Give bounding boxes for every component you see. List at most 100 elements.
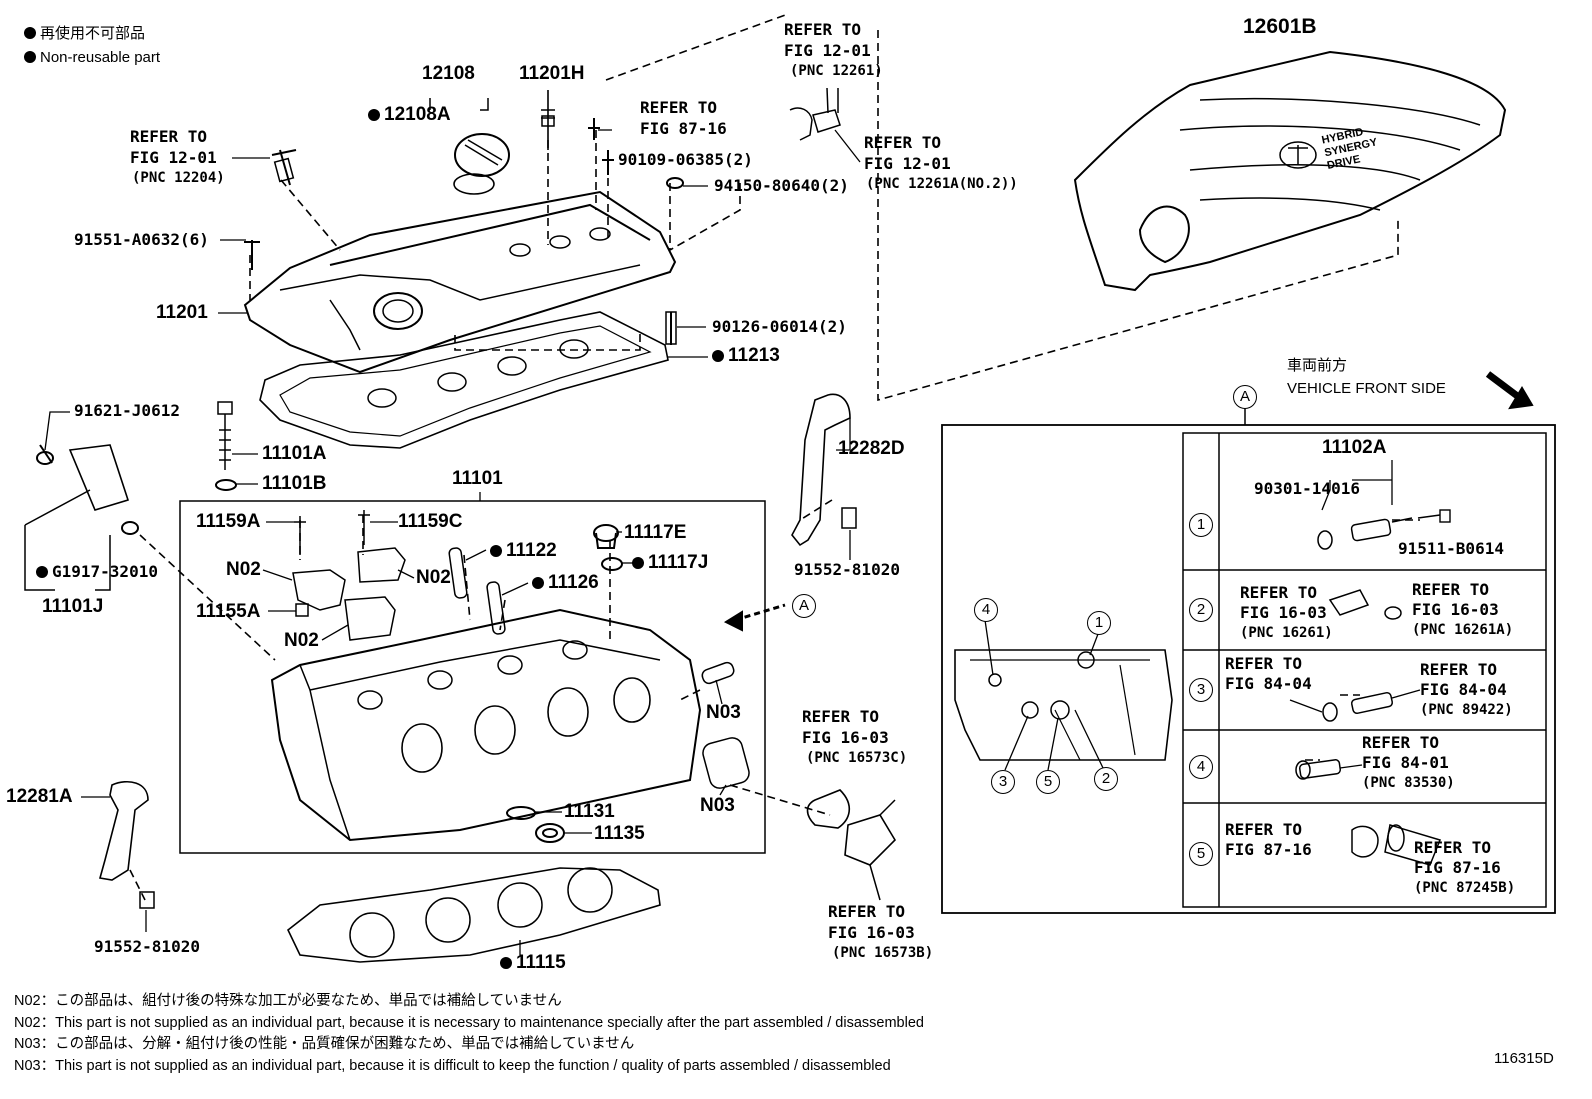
part-label-11117J-text: 11117J — [648, 552, 709, 573]
refer-line-1: REFER TO — [828, 902, 906, 921]
part-label-11115-text: 11115 — [516, 952, 566, 973]
part-label-11101: 11101 — [452, 468, 503, 489]
refer-pnc: (PNC 12204) — [132, 170, 225, 186]
detail-row-1-number: 1 — [1189, 513, 1213, 537]
refer-line-1: REFER TO — [1225, 654, 1303, 673]
refer-pnc: (PNC 12261A(NO.2)) — [866, 176, 1018, 192]
non-reusable-dot-icon — [632, 557, 644, 569]
non-reusable-dot-icon — [24, 51, 36, 63]
part-label-11213: 11213 — [712, 345, 780, 367]
part-label-12282D: 12282D — [838, 438, 905, 459]
refer-line-1: REFER TO — [1412, 580, 1490, 599]
refer-pnc: (PNC 16261) — [1240, 625, 1333, 641]
vehicle-front-en: VEHICLE FRONT SIDE — [1287, 380, 1446, 397]
note-n03-jp: N03：この部品は、分解・組付け後の性能・品質確保が困難なため、単品では補給して… — [14, 1036, 635, 1052]
detail-row-2-number: 2 — [1189, 598, 1213, 622]
legend-jp: 再使用不可部品 — [24, 25, 145, 43]
note-n02-en: N02：This part is not supplied as an indi… — [14, 1015, 924, 1031]
refer-pnc: (PNC 89422) — [1420, 702, 1513, 718]
part-label-11117J: 11117J — [632, 552, 708, 574]
part-label-11122-text: 11122 — [506, 540, 557, 561]
refer-pnc: (PNC 87245B) — [1414, 880, 1516, 896]
refer-line-1: REFER TO — [1225, 820, 1303, 839]
part-label-91621: 91621-J0612 — [74, 401, 180, 420]
legend-en: Non-reusable part — [24, 49, 160, 67]
part-label-11159A: 11159A — [196, 511, 261, 532]
refer-line-2: FIG 12-01 — [130, 148, 217, 167]
legend-jp-text: 再使用不可部品 — [40, 25, 146, 42]
refer-block-16573B: REFER TO FIG 16-03 (PNC 16573B) — [828, 901, 933, 964]
block-mark-3: 3 — [991, 770, 1015, 794]
part-label-11101B: 11101B — [262, 473, 327, 494]
part-label-90301: 90301-14016 — [1254, 479, 1360, 498]
part-label-12108: 12108 — [422, 63, 475, 84]
refer-line-2: FIG 87-16 — [1225, 840, 1312, 859]
part-label-90126: 90126-06014(2) — [712, 317, 847, 336]
non-reusable-dot-icon — [532, 577, 544, 589]
refer-line-2: FIG 16-03 — [1240, 603, 1327, 622]
refer-line-2: FIG 87-16 — [640, 119, 727, 138]
refer-line-2: FIG 16-03 — [828, 923, 915, 942]
detail-row-4-number: 4 — [1189, 755, 1213, 779]
row2-left-refer: REFER TO FIG 16-03 (PNC 16261) — [1240, 583, 1333, 643]
row4-right-refer: REFER TO FIG 84-01 (PNC 83530) — [1362, 733, 1455, 793]
part-label-12601B: 12601B — [1243, 15, 1317, 38]
part-label-11126: 11126 — [532, 572, 599, 594]
part-label-11159C: 11159C — [398, 511, 463, 532]
figure-id: 116315D — [1494, 1050, 1554, 1067]
part-label-12108A-text: 12108A — [384, 104, 451, 125]
part-label-N03-lower: N03 — [700, 795, 735, 816]
refer-line-2: FIG 16-03 — [802, 728, 889, 747]
refer-line-1: REFER TO — [784, 20, 862, 39]
refer-line-2: FIG 12-01 — [864, 154, 951, 173]
part-label-N02-left: N02 — [226, 559, 261, 580]
refer-line-1: REFER TO — [130, 127, 208, 146]
refer-pnc: (PNC 16261A) — [1412, 622, 1514, 638]
part-label-G1917: G1917-32010 — [36, 563, 158, 581]
block-mark-4: 4 — [974, 598, 998, 622]
refer-pnc: (PNC 12261) — [790, 63, 883, 79]
refer-line-1: REFER TO — [1414, 838, 1492, 857]
row3-left-refer: REFER TO FIG 84-04 — [1225, 654, 1312, 694]
block-mark-1: 1 — [1087, 611, 1111, 635]
section-a-marker-box: A — [1233, 385, 1257, 409]
block-mark-2: 2 — [1094, 767, 1118, 791]
part-label-G1917-text: G1917-32010 — [52, 562, 158, 581]
refer-pnc: (PNC 16573C) — [806, 750, 908, 766]
non-reusable-dot-icon — [500, 957, 512, 969]
refer-block-fig-87-16: REFER TO FIG 87-16 — [640, 97, 727, 139]
part-label-11131: 11131 — [564, 801, 615, 822]
part-label-11117E: 11117E — [624, 522, 687, 543]
refer-line-1: REFER TO — [1240, 583, 1318, 602]
part-label-N03-upper: N03 — [706, 702, 741, 723]
refer-line-1: REFER TO — [802, 707, 880, 726]
refer-line-1: REFER TO — [864, 133, 942, 152]
part-label-11201H: 11201H — [519, 63, 585, 84]
part-label-91511: 91511-B0614 — [1398, 539, 1504, 558]
detail-row-3-number: 3 — [1189, 678, 1213, 702]
refer-block-12261: REFER TO FIG 12-01 (PNC 12261) — [784, 19, 883, 82]
refer-line-2: FIG 84-04 — [1420, 680, 1507, 699]
part-label-91552-left: 91552-81020 — [94, 937, 200, 956]
part-label-N02-right: N02 — [416, 567, 451, 588]
non-reusable-dot-icon — [490, 545, 502, 557]
non-reusable-dot-icon — [24, 27, 36, 39]
refer-block-12204: REFER TO FIG 12-01 (PNC 12204) — [130, 126, 225, 189]
part-label-91551: 91551-A0632(6) — [74, 230, 209, 249]
block-mark-5: 5 — [1036, 770, 1060, 794]
non-reusable-dot-icon — [368, 109, 380, 121]
part-label-11122: 11122 — [490, 540, 557, 562]
refer-block-12261A: REFER TO FIG 12-01 (PNC 12261A(NO.2)) — [864, 132, 1018, 195]
refer-line-2: FIG 84-01 — [1362, 753, 1449, 772]
part-label-11101J: 11101J — [42, 596, 104, 617]
part-label-11213-text: 11213 — [728, 345, 780, 366]
part-label-12281A: 12281A — [6, 786, 73, 807]
part-label-N02-lower: N02 — [284, 630, 319, 651]
refer-line-2: FIG 84-04 — [1225, 674, 1312, 693]
legend-en-text: Non-reusable part — [40, 49, 161, 66]
note-n02-jp: N02：この部品は、組付け後の特殊な加工が必要なため、単品では補給していません — [14, 993, 562, 1009]
row5-right-refer: REFER TO FIG 87-16 (PNC 87245B) — [1414, 838, 1515, 898]
detail-row-5-number: 5 — [1189, 842, 1213, 866]
part-label-11101A: 11101A — [262, 443, 327, 464]
row2-right-refer: REFER TO FIG 16-03 (PNC 16261A) — [1412, 580, 1513, 640]
